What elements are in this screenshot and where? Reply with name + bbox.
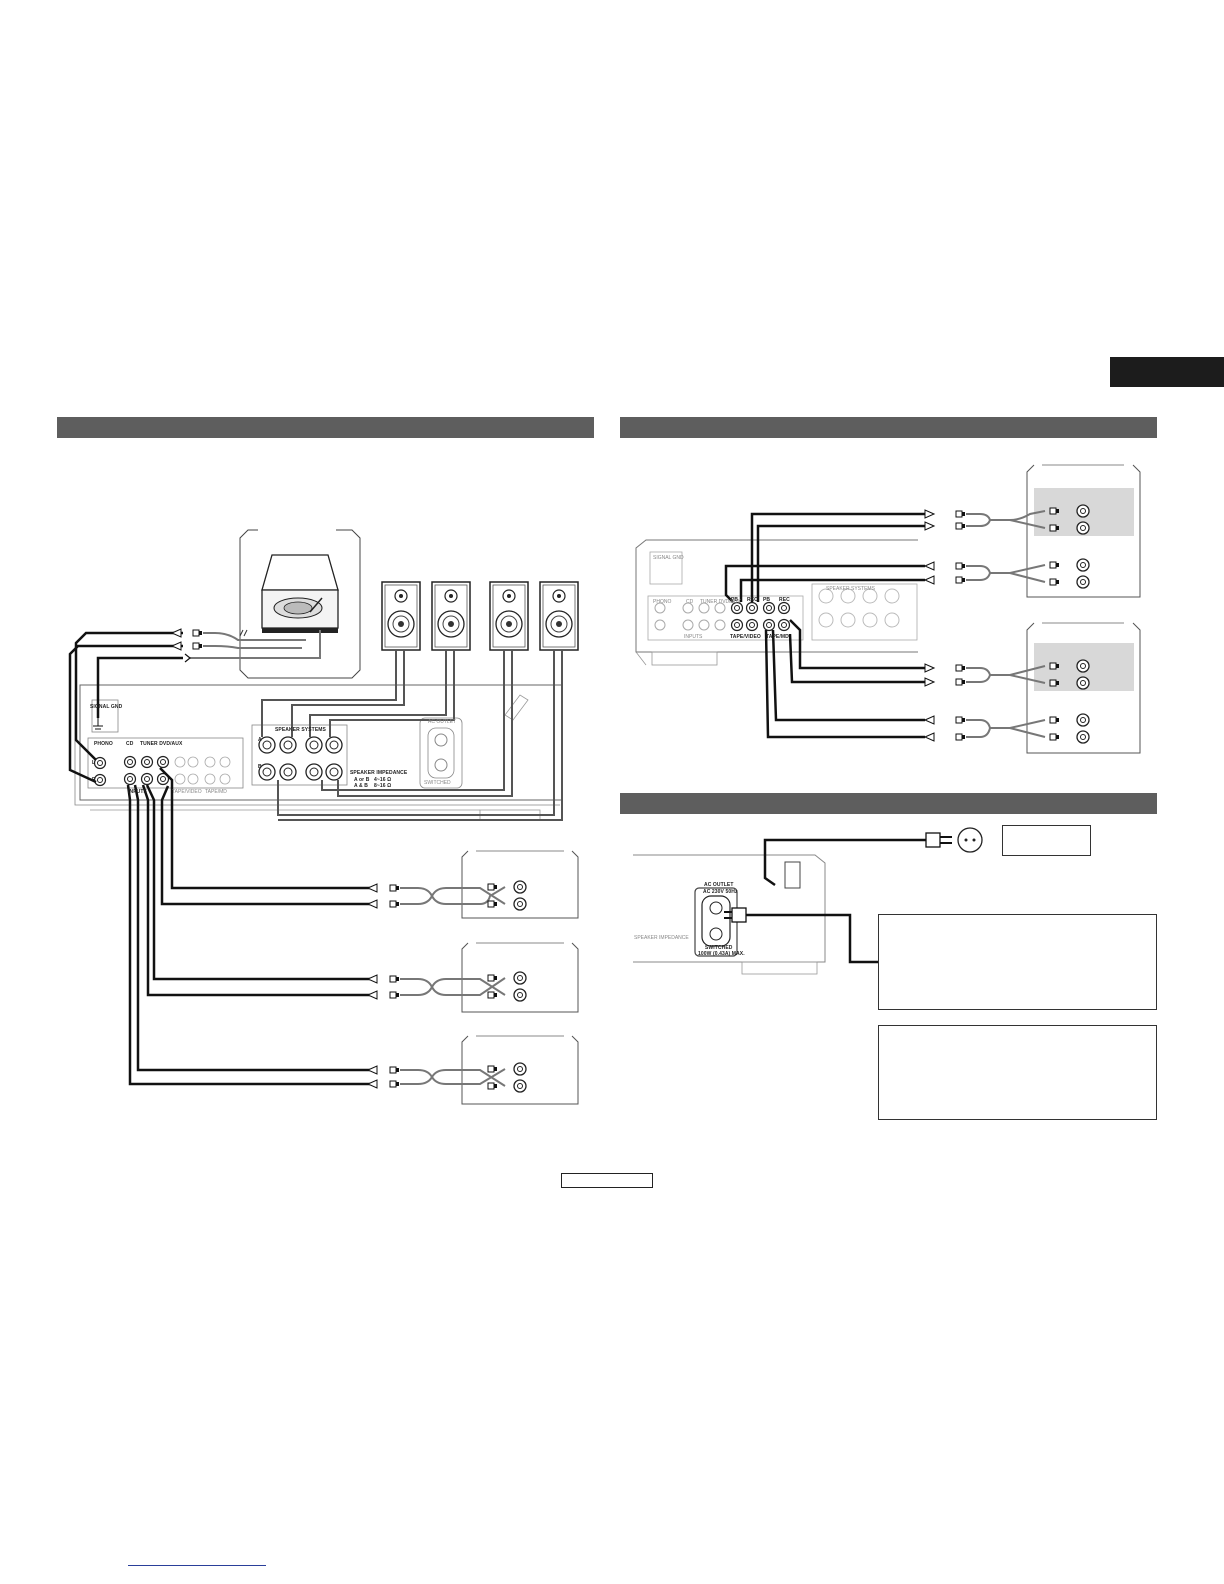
page-number-box	[561, 1173, 653, 1188]
language-tab	[1110, 357, 1224, 387]
phono-right-mark: R	[92, 777, 96, 783]
tape-jacks	[730, 601, 791, 632]
turntable-cables	[190, 629, 321, 659]
impedance-a-and-b-value: 8~16 Ω	[374, 783, 392, 789]
speaker-b-right-icon	[539, 581, 579, 651]
phono-l-arrow	[171, 628, 182, 638]
speaker-a-terminal-3	[305, 736, 323, 754]
inputs-label: INPUTS	[128, 789, 147, 795]
pb-label-2: PB	[763, 597, 771, 603]
source-device-3	[461, 1035, 579, 1105]
signal-gnd-label-faint: SIGNAL GND	[653, 555, 684, 561]
inputs-label-faint: INPUTS	[684, 634, 703, 640]
phono-r-jack	[93, 773, 107, 787]
phono-r-arrow	[171, 641, 182, 651]
speaker-a-terminal-4	[325, 736, 343, 754]
impedance-a-or-b-value: 4~16 Ω	[374, 777, 392, 783]
speaker-impedance-label-faint: SPEAKER IMPEDANCE	[634, 935, 689, 941]
speaker-impedance-label: SPEAKER IMPEDANCE	[350, 770, 408, 776]
source-cable-ends	[367, 883, 400, 1089]
signal-gnd-icon	[93, 718, 103, 730]
tape-deck-1-box	[1026, 464, 1141, 598]
tape-md-label: TAPE/MD	[766, 634, 789, 640]
tape-md-label-faint: TAPE/MD	[205, 789, 227, 795]
speaker-b-left-icon	[489, 581, 529, 651]
speaker-systems-label: SPEAKER SYSTEMS	[275, 727, 326, 733]
power-cord	[763, 832, 952, 887]
footer-link-underline	[128, 1565, 266, 1566]
rec-label-1: REC	[747, 597, 758, 603]
cd-label: CD	[126, 741, 134, 747]
phono-r-plug	[192, 642, 203, 650]
speaker-a-label: A	[258, 737, 262, 743]
speaker-b-terminal-4	[325, 763, 343, 781]
switched-sub-label: 100W (0.43A) MAX.	[698, 951, 745, 957]
tape-video-cables	[724, 512, 925, 603]
wall-outlet-icon	[957, 827, 983, 853]
tape-deck-2-box	[1026, 622, 1141, 754]
ac-outlet-label: AC OUTLET	[704, 882, 734, 888]
speaker-a-right-icon	[431, 581, 471, 651]
switched-label-faint: SWITCHED	[424, 780, 451, 786]
phono-label: PHONO	[94, 741, 113, 747]
rec-label-2: REC	[779, 597, 790, 603]
impedance-a-and-b: A & B	[354, 783, 368, 789]
section-bar-tape-connections	[620, 417, 1157, 438]
dvd-aux-l-jack	[156, 755, 170, 769]
tape-device-plugs	[1049, 507, 1060, 741]
turntable-icon	[261, 554, 339, 633]
section-bar-connections-left	[57, 417, 594, 438]
tape-cable-ends	[924, 509, 966, 742]
turntable-box	[239, 528, 361, 679]
switched-label: SWITCHED	[705, 945, 733, 951]
impedance-a-or-b: A or B	[354, 777, 370, 783]
speaker-b-label: B	[258, 764, 262, 770]
tuner-label-faint: TUNER DVD/AUX	[700, 599, 741, 605]
section-bar-ac-power	[620, 793, 1157, 814]
phono-label-faint: PHONO	[653, 599, 672, 605]
speaker-b-terminal-3	[305, 763, 323, 781]
tape-md-cables	[764, 619, 925, 739]
cd-label-faint: CD	[686, 599, 694, 605]
tape-video-label-faint: TAPE/VIDEO	[172, 789, 202, 795]
pb-label-1: PB	[731, 597, 739, 603]
ac-plug-cable	[724, 907, 878, 964]
tape-cable-loops	[966, 510, 1046, 738]
source-device-2	[461, 942, 579, 1013]
signal-gnd-label: SIGNAL GND	[90, 704, 123, 710]
source-cable-loops	[400, 886, 506, 1087]
source-cables	[126, 767, 375, 1086]
ac-outlet-note-box	[878, 914, 1157, 1010]
tuner-l-jack	[140, 755, 154, 769]
cd-l-jack	[123, 755, 137, 769]
speaker-b-terminal-2	[279, 763, 297, 781]
speaker-systems-label-faint: SPEAKER SYSTEMS	[826, 586, 875, 592]
amplifier-rear-panel-tape	[635, 539, 918, 666]
tape-video-label: TAPE/VIDEO	[730, 634, 761, 640]
speaker-cables	[261, 650, 563, 821]
tape-jacks-faint	[174, 756, 231, 785]
outlet-note-box	[1002, 825, 1091, 856]
tuner-r-jack	[140, 772, 154, 786]
source-device-1	[461, 850, 579, 919]
phono-l-plug	[192, 629, 203, 637]
amplifier-rear-panel-ac	[633, 854, 826, 975]
phono-left-mark: L	[92, 760, 96, 766]
ac-outlet-label-faint: AC OUTLET	[428, 719, 457, 725]
speaker-a-left-icon	[381, 581, 421, 651]
speaker-a-terminal-2	[279, 736, 297, 754]
phono-cables	[68, 631, 183, 784]
power-cord-note-box	[878, 1025, 1157, 1120]
tuner-dvd-aux-label: TUNER DVD/AUX	[140, 741, 183, 747]
cd-r-jack	[123, 772, 137, 786]
ac-outlet-sub-label: AC 230V 50Hz	[703, 889, 738, 895]
